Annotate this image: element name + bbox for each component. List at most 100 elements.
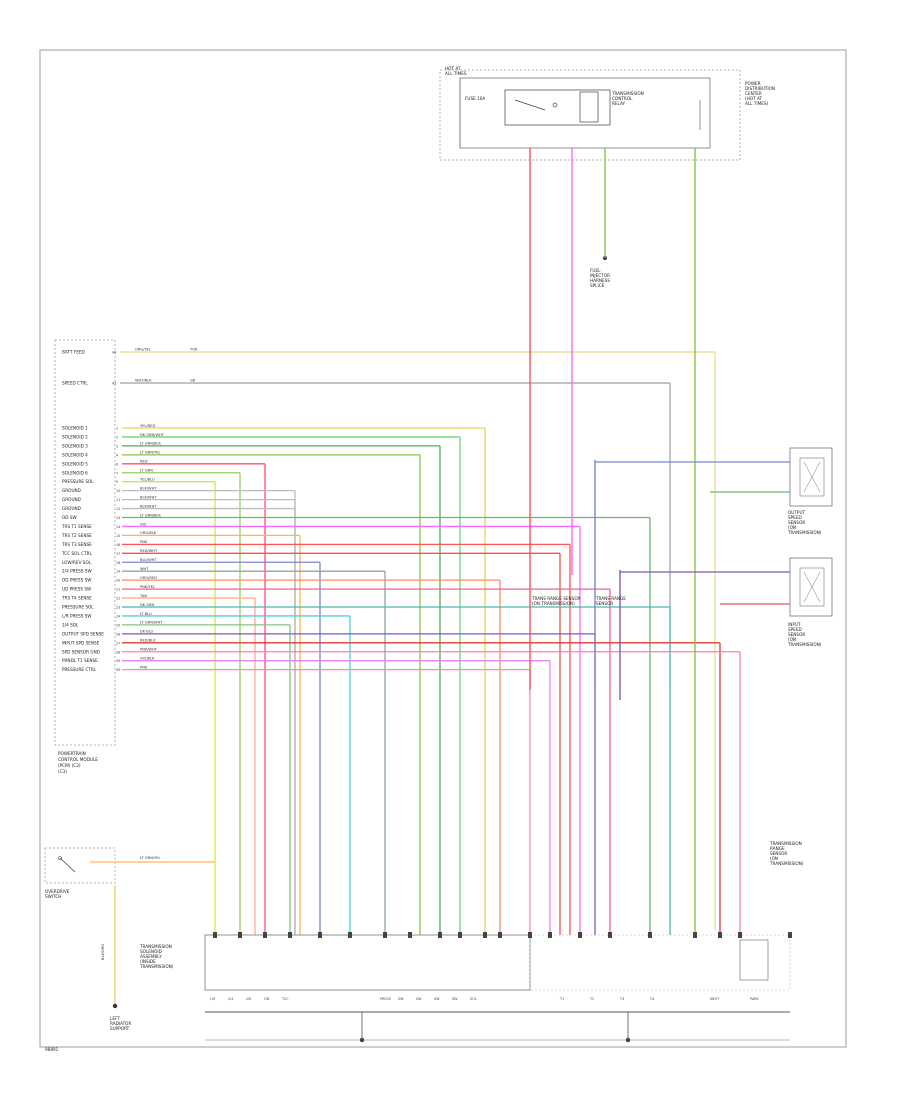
od-ground-node — [112, 1003, 118, 1009]
od-switch-box — [44, 847, 116, 884]
pcm-pin-number: 11 — [116, 498, 120, 502]
relay-coil-box — [504, 89, 611, 126]
pcm-pin-number: 24 — [116, 614, 120, 618]
connector-pin — [348, 932, 352, 938]
relay-contact — [514, 99, 546, 111]
connector-pin — [438, 932, 442, 938]
tap-a-label-2: (ON TRANSMISSION) — [532, 601, 575, 606]
od-switch-wire-label: LT GRN/YEL — [140, 856, 161, 860]
relay-title-3: RELAY — [612, 101, 626, 106]
pcm-pin-label: GROUND — [62, 488, 81, 493]
trans-range-sensor-box — [529, 934, 791, 991]
pdc-title-4: (HOT AT — [745, 96, 763, 101]
pcm-pin-wire-label: DK BLU — [140, 630, 154, 634]
pcm-pin-label: PRESSURE CTRL — [62, 667, 97, 672]
input-speed-sensor: INPUT SPEED SENSOR (ON TRANSMISSION) — [787, 557, 833, 647]
pcm-pin-label: SOLENOID 6 — [62, 470, 88, 475]
output-sensor-label-1: OUTPUT — [788, 510, 806, 515]
pcm-pin-label: GROUND — [62, 506, 81, 511]
pcm-pin-label: PRESSURE SOL — [62, 479, 94, 484]
relay-fuse-label: FUSE 10A — [465, 96, 485, 101]
pcm-title-4: (C3) — [58, 769, 67, 774]
pcm-pin-wire-label: YEL/RED — [140, 424, 155, 428]
pcm-pin-number: 15 — [116, 534, 120, 538]
bottom-pin-label: UD — [246, 997, 251, 1001]
output-sensor-box — [789, 447, 833, 507]
connector-pin — [608, 932, 612, 938]
pcm-pin-wire-label: LT GRN/YEL — [140, 451, 161, 455]
pcm-pin-label: OUTPUT SPD SENSE — [62, 631, 104, 636]
pcm-pin-number: 27 — [116, 641, 120, 645]
pcm-pin-wire-label: PNK — [140, 665, 148, 669]
bottom-pin-label: T2 — [589, 997, 594, 1001]
pressure-sensor-label-4: (ON — [770, 856, 778, 861]
pcm-pin-number: 17 — [116, 552, 120, 556]
pcm-pin-number: 30 — [116, 668, 120, 672]
pcm-pin-number: 12 — [116, 507, 120, 511]
relay-title-1: TRANSMISSION — [611, 91, 644, 96]
pcm-pin-label: PRNDL T1 SENSE — [62, 658, 98, 663]
tap-b-label-1: TRANS RANGE — [595, 596, 626, 601]
pcm-pin-number: 14 — [116, 525, 120, 529]
pcm-pin-number: 7 — [116, 471, 118, 475]
pcm-pin-wire-label: VIO — [140, 522, 147, 526]
relay-hot-label-2: ALL TIMES — [445, 71, 467, 76]
pcm-pin-label: SOLENOID 5 — [62, 461, 88, 466]
pcm-pin-label: GROUND — [62, 497, 81, 502]
pcm-pin-label: UD PRESS SW — [62, 587, 91, 592]
pcm-pin-label: SOLENOID 2 — [62, 434, 88, 439]
trans-label-5: TRANSMISSION) — [139, 964, 174, 969]
pcm-pin-number: 6 — [116, 462, 118, 466]
pcm-pin-wire-label: BLK/WHT — [140, 486, 157, 490]
pcm-pin-number: 10 — [116, 489, 120, 493]
connector-pin — [238, 932, 242, 938]
pcm-pin-label: L/R PRESS SW — [62, 613, 92, 618]
connector-pin — [498, 932, 502, 938]
pcm-pin-label: LOW/REV SOL — [62, 560, 92, 565]
input-sensor-box — [789, 557, 833, 617]
pcm-pin-number: 16 — [116, 543, 120, 547]
pcm-pin-number: 1 — [116, 427, 118, 431]
bottom-pin-label: T3 — [619, 997, 624, 1001]
pcm-pin-number: 28 — [116, 650, 120, 654]
pcm-pin-wire-label: LT GRN/BLK — [140, 513, 161, 517]
pressure-sensor-label-2: RANGE — [770, 846, 785, 851]
connector-pin — [383, 932, 387, 938]
pcm-pin-number: 4 — [116, 453, 118, 457]
diagram-id: 98891 — [45, 1047, 59, 1052]
bottom-pin-label: SW — [452, 997, 458, 1001]
ground-label-2: RADIATOR — [110, 1021, 131, 1026]
bottom-pin-label: SW — [416, 997, 422, 1001]
pcm-pin-number: 21 — [116, 588, 120, 592]
splice-label-1: FUEL — [590, 268, 601, 273]
vertical-wires — [529, 148, 790, 935]
pcm-pin-number: 23 — [116, 606, 120, 610]
pcm-pin-label: 2/4 SOL — [62, 622, 79, 627]
pcm-pin-label: 2/4 PRESS SW — [62, 569, 92, 574]
relay-hot-label-1: HOT AT — [445, 66, 461, 71]
pcm-pin-number: 20 — [116, 579, 120, 583]
pcm-pin-wire-label: LT GRN/BLK — [140, 442, 161, 446]
bottom-pin-label: NEUT — [710, 997, 720, 1001]
pcm-pin-wire-label: PNK/WHT — [140, 648, 158, 652]
connector-pin — [318, 932, 322, 938]
connector-pin — [578, 932, 582, 938]
pcm-pin-number: 19 — [116, 570, 120, 574]
pcm-pin-number: 3 — [116, 444, 118, 448]
bottom-pin-label: PARK — [750, 997, 760, 1001]
pcm-pin-wire-label: LT GRN — [140, 469, 153, 473]
connector-pin — [408, 932, 412, 938]
connector-pin — [648, 932, 652, 938]
pdc-title-2: DISTRIBUTION — [745, 86, 775, 91]
trans-label-2: SOLENOID — [140, 949, 162, 954]
bottom-pin-label: T1 — [559, 997, 564, 1001]
bottom-pin-label: SW — [434, 997, 440, 1001]
bottom-pin-label: SOL — [470, 997, 477, 1001]
pcm-box — [54, 339, 116, 746]
pcm-pin-number: 26 — [116, 632, 120, 636]
relay-pivot — [552, 102, 558, 108]
bottom-pin-label: L/R — [210, 997, 216, 1001]
